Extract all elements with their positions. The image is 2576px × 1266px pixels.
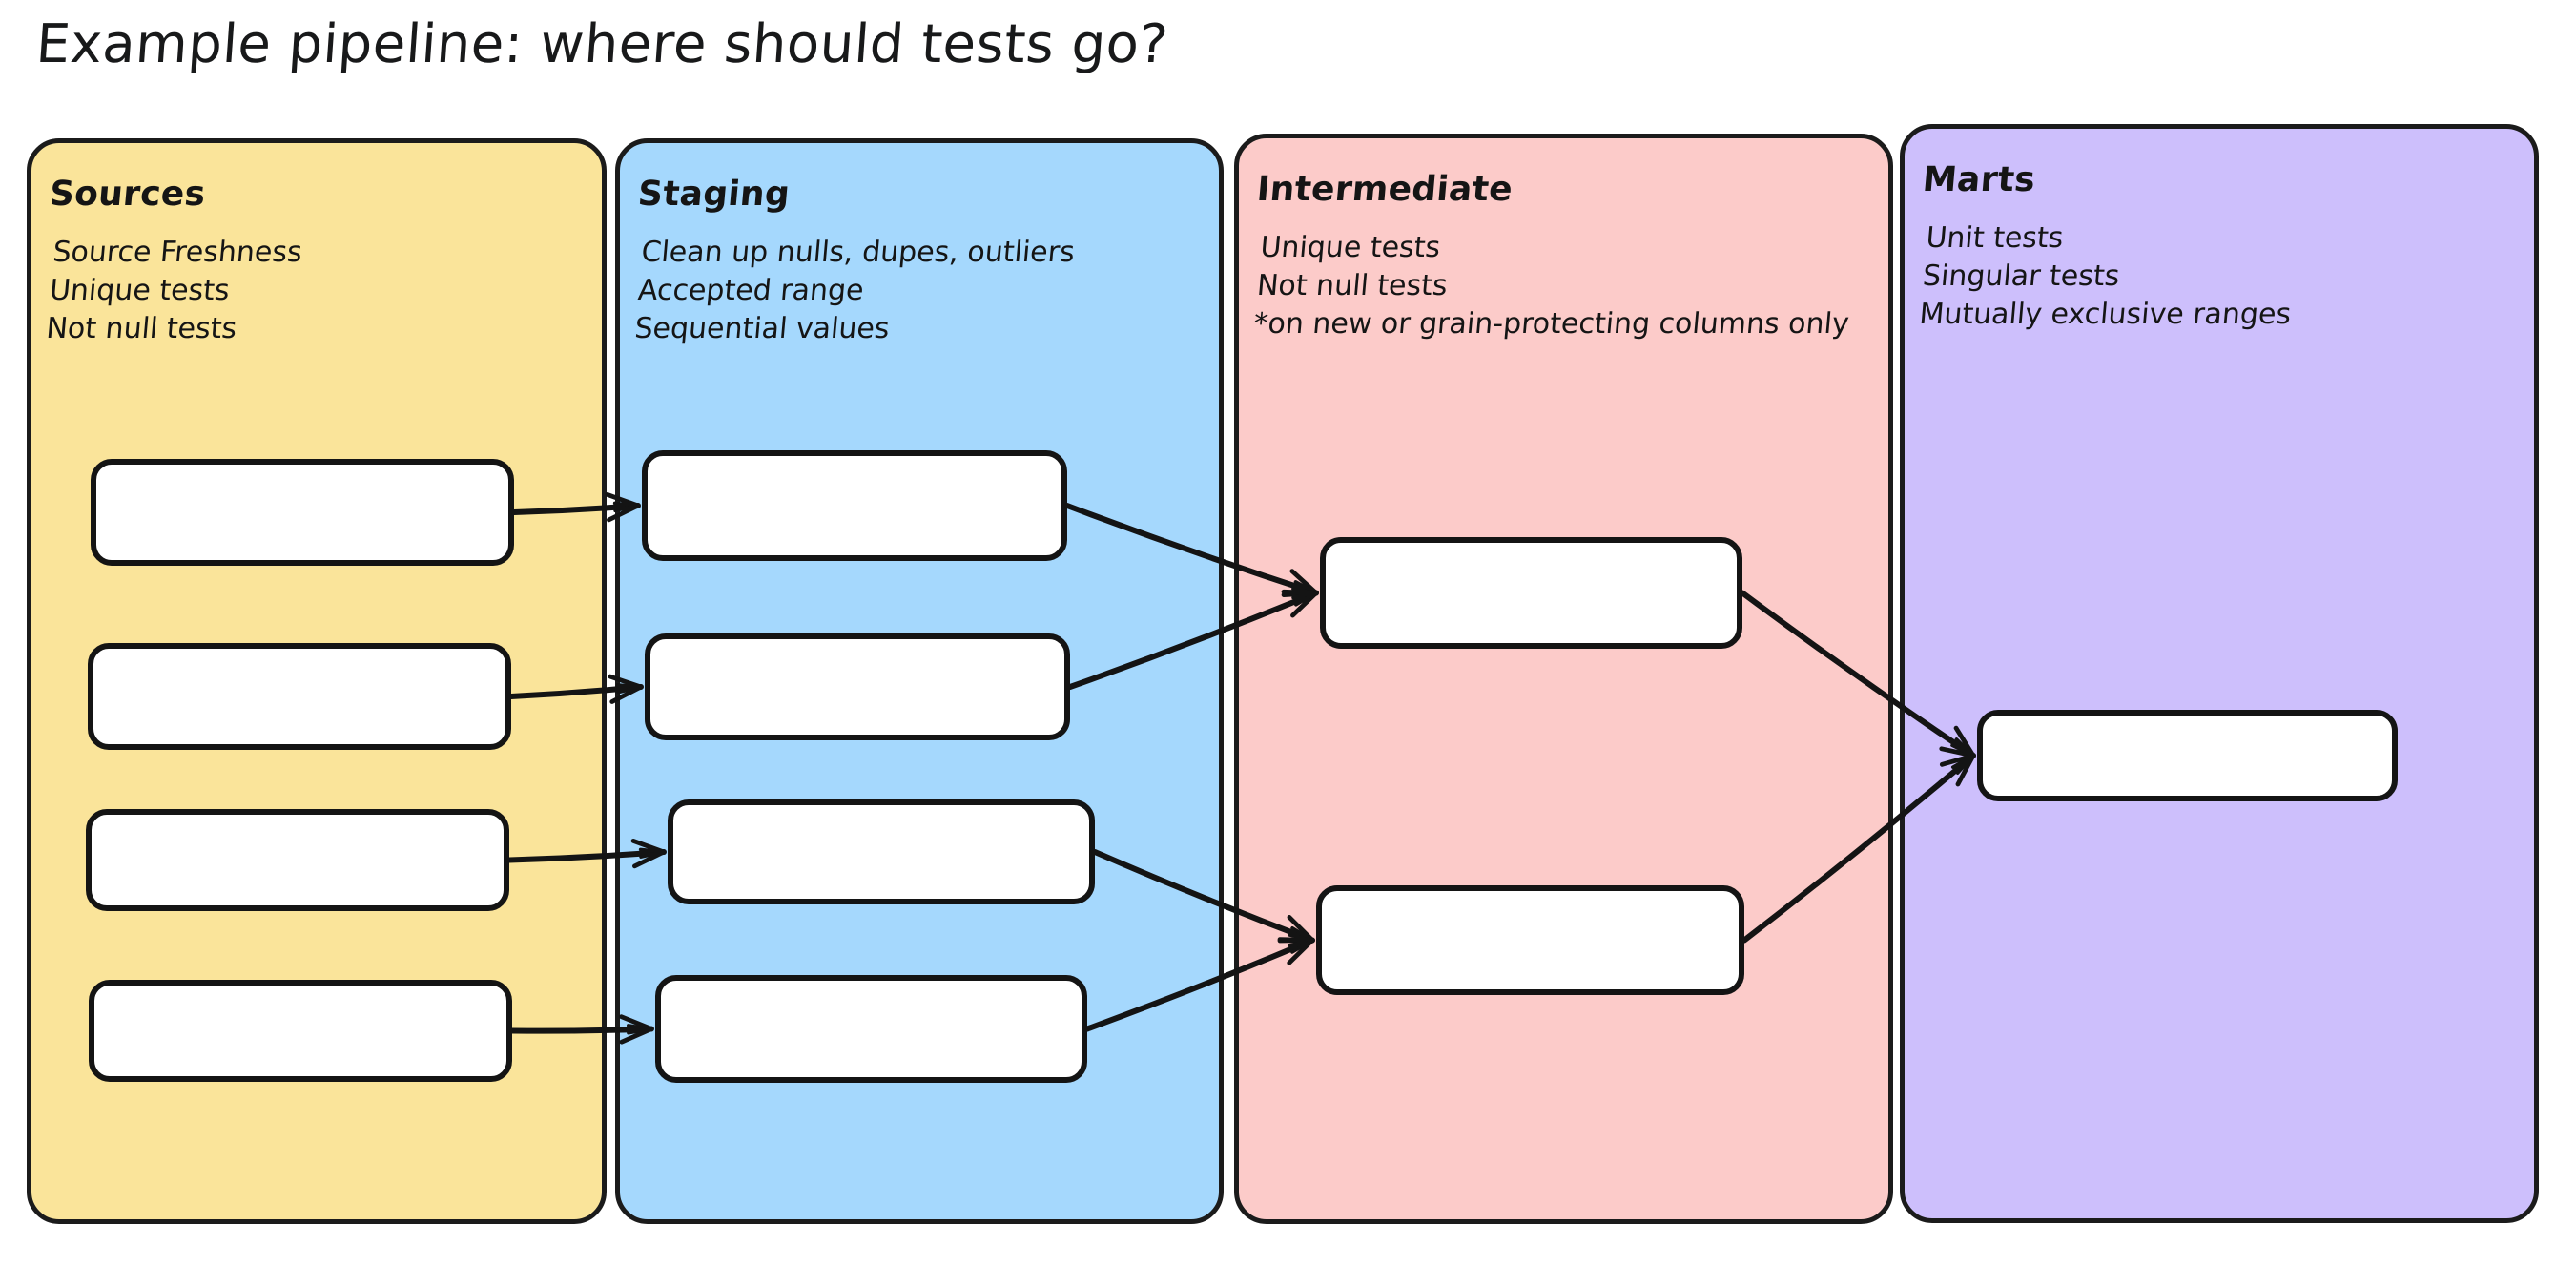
node-stg-2[interactable]: [645, 633, 1070, 740]
lane-note: Unique tests: [1259, 231, 1442, 264]
lane-marts: [1900, 124, 2539, 1223]
node-src-1[interactable]: [91, 459, 514, 566]
node-int-2[interactable]: [1316, 885, 1744, 995]
lane-note: Clean up nulls, dupes, outliers: [640, 236, 1077, 269]
node-mrt-1[interactable]: [1977, 710, 2398, 801]
node-stg-4[interactable]: [655, 975, 1087, 1083]
lane-note: *on new or grain-protecting columns only: [1252, 307, 1851, 341]
lane-title-sources: Sources: [48, 175, 208, 214]
page-title: Example pipeline: where should tests go?: [33, 13, 1171, 75]
lane-note: Not null tests: [1255, 269, 1450, 302]
node-src-2[interactable]: [88, 643, 511, 750]
lane-title-intermediate: Intermediate: [1255, 170, 1515, 209]
lane-note: Not null tests: [45, 312, 238, 345]
lane-title-marts: Marts: [1921, 160, 2037, 199]
lane-note: Singular tests: [1921, 259, 2121, 293]
lane-note: Source Freshness: [52, 236, 304, 269]
lane-note: Sequential values: [633, 312, 892, 345]
node-src-4[interactable]: [89, 980, 512, 1082]
node-stg-1[interactable]: [642, 450, 1067, 561]
node-src-3[interactable]: [86, 809, 509, 911]
lane-title-staging: Staging: [636, 175, 792, 214]
node-int-1[interactable]: [1320, 537, 1742, 649]
lane-note: Unit tests: [1925, 221, 2065, 255]
lane-note: Mutually exclusive ranges: [1918, 298, 2293, 331]
node-stg-3[interactable]: [668, 799, 1095, 904]
lane-note: Unique tests: [48, 274, 232, 307]
lane-note: Accepted range: [636, 274, 866, 307]
